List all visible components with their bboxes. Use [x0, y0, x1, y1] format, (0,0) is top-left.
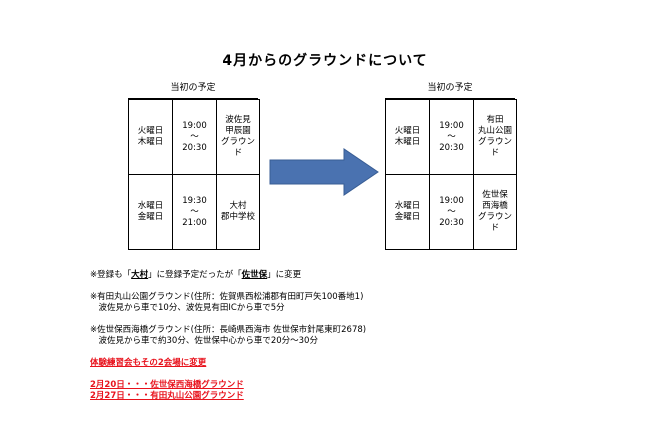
table-row: 火曜日 木曜日 19:00 ～ 20:30 波佐見 甲辰園 グラウン ド — [128, 99, 260, 175]
schedule-table: 火曜日 木曜日 19:00 ～ 20:30 有田 丸山公園 グラウン ド 水曜日… — [385, 99, 517, 250]
trial-date-2: 2月27日・・・有田丸山公園グラウンド — [90, 391, 244, 401]
place-cell: 佐世保 西海橋 グラウン ド — [473, 174, 517, 250]
schedule-header: 当初の予定 — [385, 78, 515, 99]
note-text: 」に登録予定だったが「 — [148, 270, 242, 280]
schedule-new: 当初の予定 火曜日 木曜日 19:00 ～ 20:30 有田 丸山公園 グラウン… — [385, 78, 517, 250]
old-location: 大村 — [131, 270, 149, 280]
sasebo-address: ※佐世保西海橋グラウンド(住所：長崎県西海市 佐世保市針尾東町2678) — [90, 325, 367, 335]
time-cell: 19:00 ～ 20:30 — [172, 99, 217, 175]
trial-date-1: 2月20日・・・佐世保西海橋グラウンド — [90, 380, 244, 390]
time-cell: 19:00 ～ 20:30 — [429, 99, 474, 175]
place-cell: 大村 郡中学校 — [216, 174, 260, 250]
time-cell: 19:00 ～ 20:30 — [429, 174, 474, 250]
schedule-header: 当初の予定 — [128, 78, 258, 99]
right-arrow-icon — [269, 148, 379, 196]
page-title: 4月からのグラウンドについて — [222, 53, 428, 69]
sasebo-access: 波佐見から車で約30分、佐世保中心から車で20分～30分 — [90, 336, 318, 346]
note-text: 」に変更 — [267, 270, 302, 280]
schedule-original: 当初の予定 火曜日 木曜日 19:00 ～ 20:30 波佐見 甲辰園 グラウン… — [128, 78, 260, 250]
table-row: 水曜日 金曜日 19:30 ～ 21:00 大村 郡中学校 — [128, 174, 260, 250]
days-cell: 火曜日 木曜日 — [128, 99, 173, 175]
days-cell: 水曜日 金曜日 — [385, 174, 430, 250]
time-cell: 19:30 ～ 21:00 — [172, 174, 217, 250]
arita-access: 波佐見から車で10分、波佐見有田ICから車で5分 — [90, 303, 285, 313]
place-cell: 有田 丸山公園 グラウン ド — [473, 99, 517, 175]
trial-note: 体験練習会もその2会場に変更 — [90, 358, 207, 368]
registration-note: ※登録も「大村」に登録予定だったが「佐世保」に変更 — [90, 270, 366, 281]
schedule-table: 火曜日 木曜日 19:00 ～ 20:30 波佐見 甲辰園 グラウン ド 水曜日… — [128, 99, 260, 250]
note-text: ※登録も「 — [90, 270, 132, 280]
arita-address: ※有田丸山公園グラウンド(住所：佐賀県西松浦郡有田町戸矢100番地1) — [90, 292, 364, 302]
days-cell: 火曜日 木曜日 — [385, 99, 430, 175]
new-location: 佐世保 — [241, 270, 268, 280]
table-row: 火曜日 木曜日 19:00 ～ 20:30 有田 丸山公園 グラウン ド — [385, 99, 517, 175]
days-cell: 水曜日 金曜日 — [128, 174, 173, 250]
place-cell: 波佐見 甲辰園 グラウン ド — [216, 99, 260, 175]
table-row: 水曜日 金曜日 19:00 ～ 20:30 佐世保 西海橋 グラウン ド — [385, 174, 517, 250]
notes: ※登録も「大村」に登録予定だったが「佐世保」に変更 ※有田丸山公園グラウンド(住… — [90, 270, 366, 402]
